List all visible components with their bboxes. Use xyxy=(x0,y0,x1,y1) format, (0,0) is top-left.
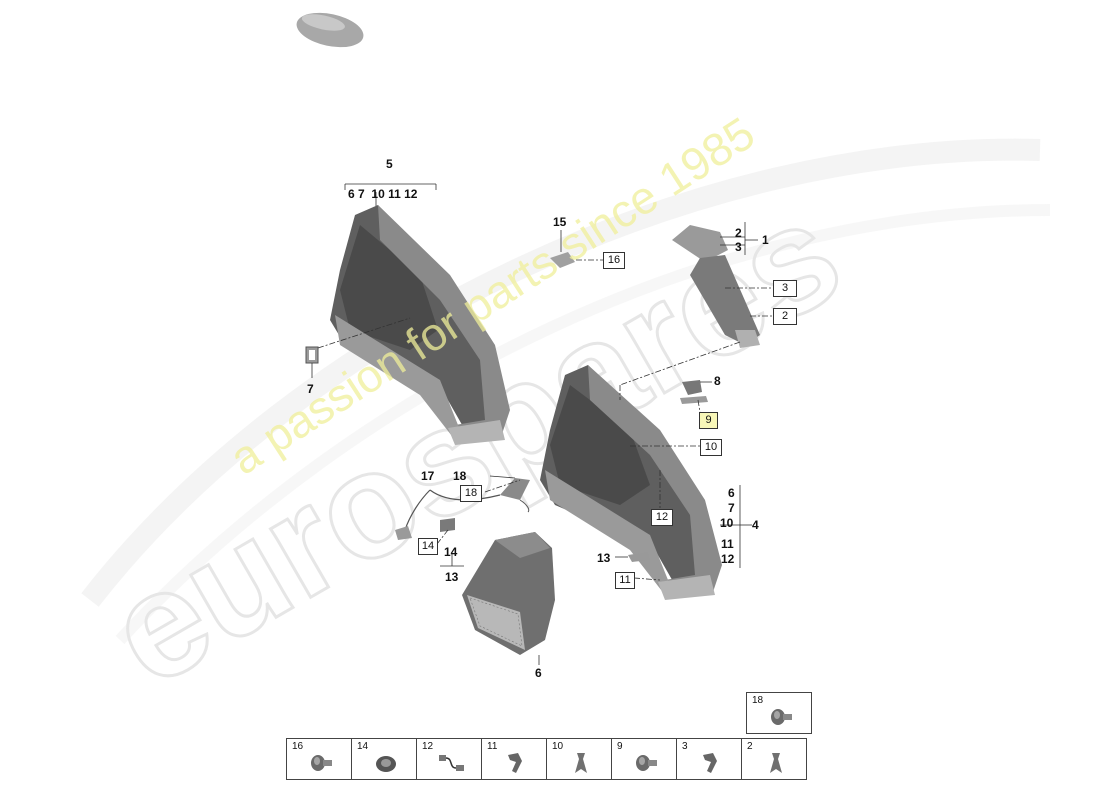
callout-8: 8 xyxy=(714,374,721,388)
cover-part-15 xyxy=(550,252,575,268)
cable-harness-icon xyxy=(439,755,464,771)
legend-cell-10: 10 xyxy=(546,738,612,780)
legend-cell-14: 14 xyxy=(351,738,417,780)
callout-1: 1 xyxy=(762,233,769,247)
legend-cell-9: 9 xyxy=(611,738,677,780)
legend-cell-12: 12 xyxy=(416,738,482,780)
legend-cell-2: 2 xyxy=(741,738,807,780)
callout-15: 15 xyxy=(553,215,567,229)
trim-part-1 xyxy=(672,225,760,348)
expanding-clip-icon xyxy=(575,753,587,773)
callout-17: 17 xyxy=(421,469,435,483)
ref-box-18: 18 xyxy=(460,485,482,502)
callout-13-right: 13 xyxy=(597,551,611,565)
ref-box-3: 3 xyxy=(773,280,797,297)
legend-num: 2 xyxy=(747,741,753,752)
callout-4-sub-11: 11 xyxy=(721,537,734,551)
callout-1-sub-2: 2 xyxy=(735,226,742,240)
callout-5-sub-10: 10 xyxy=(371,187,385,201)
left-side-trim-panel xyxy=(330,205,510,445)
callout-5-sub-6: 6 xyxy=(348,187,355,201)
legend-cell-11: 11 xyxy=(481,738,547,780)
ref-box-2: 2 xyxy=(773,308,797,325)
cover-cap-highlight xyxy=(301,14,345,31)
callout-4: 4 xyxy=(752,518,759,532)
ref-box-12: 12 xyxy=(651,509,673,526)
screw-icon xyxy=(636,755,657,771)
watermark-swoosh xyxy=(81,138,1051,645)
ref-box-16: 16 xyxy=(603,252,625,269)
fastener-legend-bottom: 16 14 12 11 10 xyxy=(286,738,807,780)
legend-cell-16: 16 xyxy=(286,738,352,780)
clip-part-13-right xyxy=(628,552,650,562)
clip-icon xyxy=(703,753,717,773)
callout-13-left: 13 xyxy=(445,570,459,584)
callout-5-sub-12: 12 xyxy=(404,187,418,201)
legend-num: 16 xyxy=(292,741,304,752)
ref-box-14: 14 xyxy=(418,538,438,555)
clip-icon xyxy=(508,753,522,773)
callout-5-sub-11: 11 xyxy=(388,187,401,201)
spreading-nut-icon xyxy=(376,756,396,772)
bracket-part-8 xyxy=(680,380,708,404)
legend-num: 14 xyxy=(357,741,369,752)
bracket-part-7 xyxy=(305,346,319,364)
legend-num: 11 xyxy=(487,741,498,752)
legend-num: 9 xyxy=(617,741,623,752)
callout-4-sub-7: 7 xyxy=(728,501,735,515)
legend-cell-18: 18 xyxy=(746,692,812,734)
storage-net-box-part-6 xyxy=(462,532,555,655)
legend-num: 18 xyxy=(752,695,764,706)
callout-14: 14 xyxy=(444,545,458,559)
ref-box-10: 10 xyxy=(700,439,722,456)
callout-5: 5 xyxy=(386,157,393,171)
ref-box-9: 9 xyxy=(699,412,718,429)
callout-4-sub-10: 10 xyxy=(720,516,734,530)
callout-4-sub-6: 6 xyxy=(728,486,735,500)
fastener-legend-top: 18 xyxy=(746,692,812,734)
leader-lines xyxy=(311,183,772,665)
right-side-trim-panel xyxy=(540,365,722,600)
legend-cell-3: 3 xyxy=(676,738,742,780)
legend-num: 12 xyxy=(422,741,434,752)
callout-4-sub-12: 12 xyxy=(721,552,735,566)
screw-icon xyxy=(311,755,332,771)
expanding-clip-icon xyxy=(770,753,782,773)
ref-box-11: 11 xyxy=(615,572,635,589)
legend-num: 3 xyxy=(682,741,688,752)
callout-1-sub-3: 3 xyxy=(735,240,742,254)
callout-6: 6 xyxy=(535,666,542,680)
callout-5-subparts: 6 7 10 11 12 xyxy=(348,187,417,201)
callout-7: 7 xyxy=(307,382,314,396)
legend-num: 10 xyxy=(552,741,564,752)
screw-icon xyxy=(771,709,792,725)
callout-5-sub-7: 7 xyxy=(358,187,365,201)
callout-18: 18 xyxy=(453,469,467,483)
